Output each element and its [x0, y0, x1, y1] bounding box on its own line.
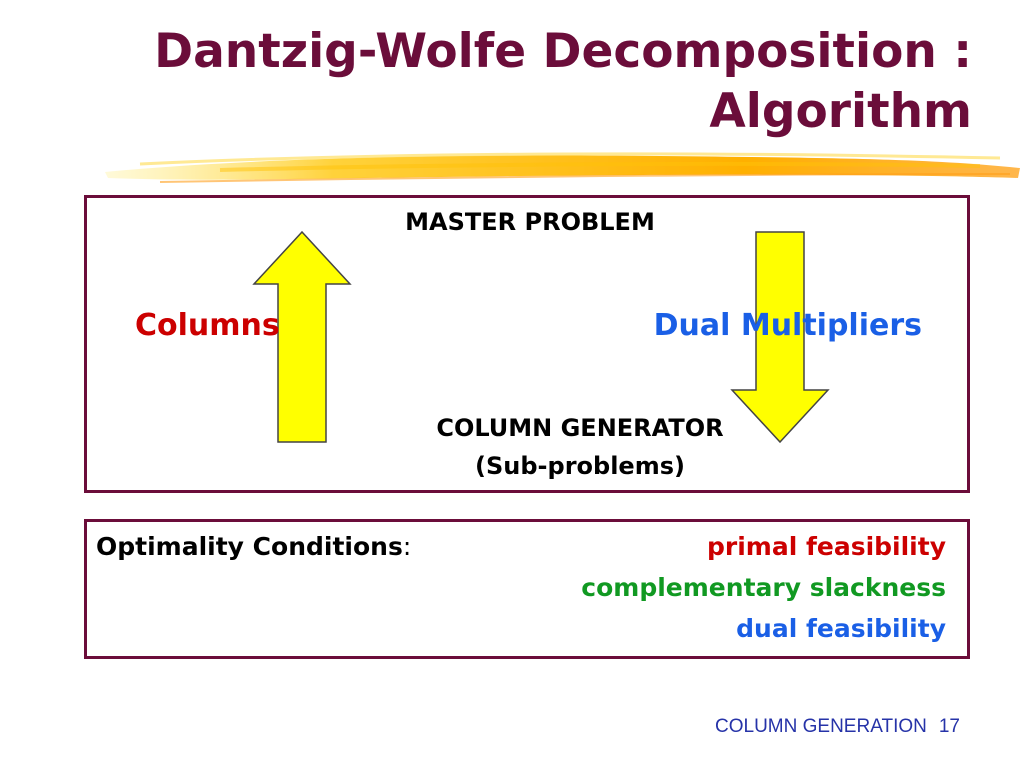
dual-multipliers-label: Dual Multipliers	[653, 308, 922, 343]
title-underline-brushstroke	[105, 152, 1020, 183]
columns-label: Columns	[135, 308, 280, 343]
arrow-down-icon	[730, 231, 830, 444]
slide-title: Dantzig-Wolfe Decomposition : Algorithm	[32, 22, 972, 142]
condition-complementary-slackness: complementary slackness	[581, 573, 946, 602]
page-number: 17	[938, 716, 960, 737]
condition-dual-feasibility: dual feasibility	[736, 614, 946, 643]
title-line-1: Dantzig-Wolfe Decomposition :	[154, 24, 972, 79]
optimality-conditions-frame	[84, 519, 970, 659]
condition-primal-feasibility: primal feasibility	[707, 532, 946, 561]
optimality-conditions-text: Optimality Conditions	[96, 532, 403, 561]
optimality-colon: :	[402, 532, 412, 561]
optimality-conditions-label: Optimality Conditions:	[96, 532, 411, 561]
title-line-2: Algorithm	[709, 84, 972, 139]
footer-label: COLUMN GENERATION	[715, 716, 927, 737]
slide-footer: COLUMN GENERATION 17	[600, 716, 960, 738]
arrow-up-icon	[252, 230, 352, 443]
master-problem-label: MASTER PROBLEM	[405, 208, 655, 236]
column-generator-label: COLUMN GENERATOR	[436, 414, 724, 442]
diagram-frame	[84, 195, 970, 493]
sub-problems-label: (Sub-problems)	[475, 452, 685, 480]
